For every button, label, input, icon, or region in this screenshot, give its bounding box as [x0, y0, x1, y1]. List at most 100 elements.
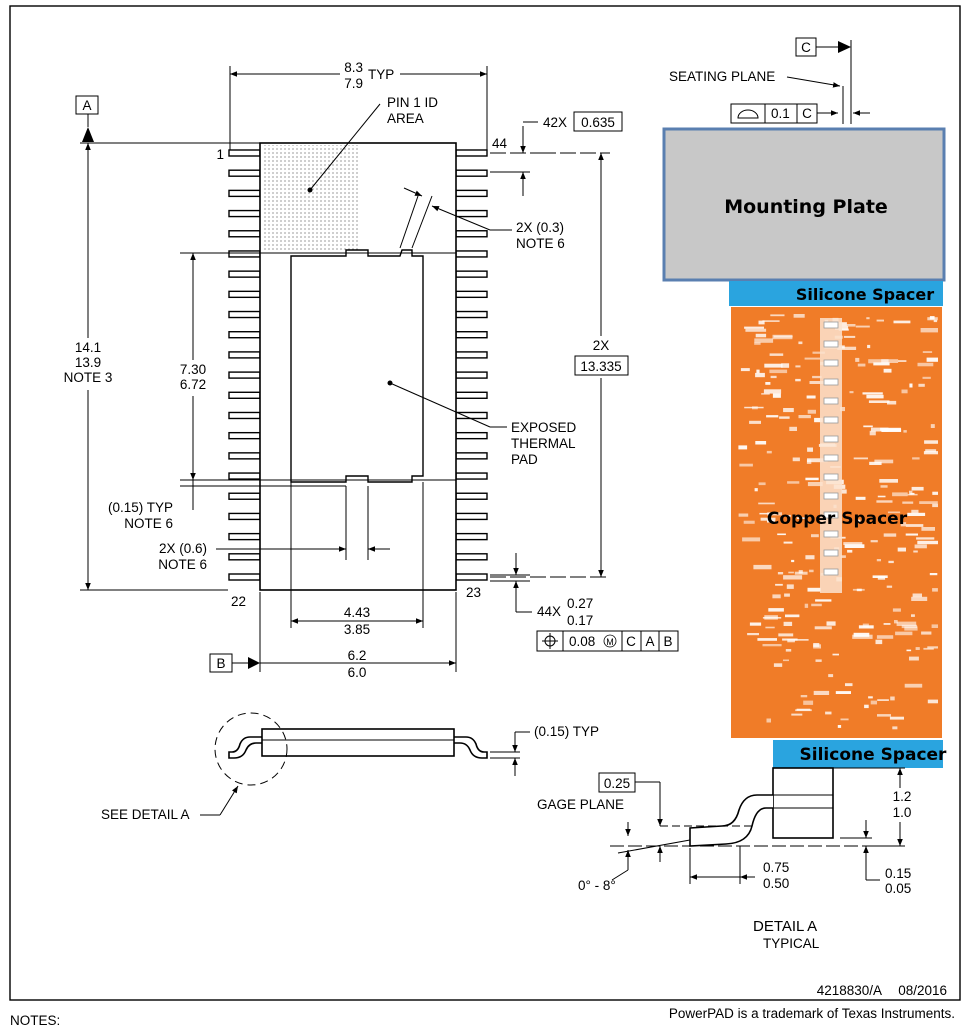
span-prefix: 2X	[593, 338, 610, 353]
copper-speckle	[768, 608, 784, 612]
pin-44-label: 44	[492, 136, 508, 151]
seating-plane-label: SEATING PLANE	[669, 69, 775, 84]
pitch-prefix: 42X	[543, 115, 567, 130]
copper-speckle	[770, 375, 777, 379]
copper-speckle	[932, 588, 938, 592]
drawing-number: 4218830/A	[817, 983, 882, 998]
right-pin	[455, 512, 488, 521]
gage-plane-label: GAGE PLANE	[537, 797, 624, 812]
tab-width-leader	[431, 205, 491, 231]
copper-speckle	[872, 575, 888, 578]
right-pin	[455, 351, 488, 359]
copper-speckle	[805, 477, 819, 481]
copper-speckle	[787, 481, 800, 484]
left-pin	[228, 189, 261, 198]
copper-speckle	[896, 621, 917, 626]
copper-speckle	[916, 537, 935, 540]
left-pin	[228, 250, 261, 258]
copper-speckle	[880, 427, 901, 431]
copper-speckle	[759, 512, 770, 515]
copper-speckle	[912, 457, 920, 460]
copper-speckle	[844, 544, 865, 548]
copper-speckle	[926, 357, 938, 362]
top-view: 1 22 23 44 A 14.1 13.9 NOTE 3 7.30 6.72 …	[64, 60, 679, 680]
copper-speckle	[807, 587, 821, 592]
copper-speckle	[895, 631, 913, 636]
fcf-datum-3: B	[663, 634, 672, 649]
copper-speckle	[807, 447, 813, 452]
datum-a-triangle	[82, 127, 94, 142]
copper-speckle	[909, 490, 913, 495]
copper-speckle	[738, 513, 749, 517]
copper-speckle	[804, 357, 820, 360]
tab-gap-note: NOTE 6	[158, 557, 207, 572]
copper-speckle	[876, 559, 881, 562]
copper-speckle	[815, 599, 832, 602]
detail-lead-profile	[689, 794, 773, 847]
copper-speckle	[787, 639, 795, 643]
copper-speckle	[814, 417, 823, 423]
copper-speckle	[840, 718, 849, 721]
copper-speckle	[755, 441, 767, 445]
copper-speckle	[758, 502, 775, 505]
side-body	[261, 728, 455, 757]
copper-speckle	[852, 634, 873, 639]
copper-speckle	[840, 407, 845, 412]
copper-speckle	[811, 534, 819, 538]
left-pin	[228, 371, 261, 379]
right-lead-profile	[454, 736, 488, 759]
copper-speckle	[813, 690, 830, 695]
copper-speckle	[862, 392, 883, 395]
profile-surface-icon	[737, 109, 759, 119]
copper-speckle	[765, 382, 771, 385]
lead-width-min: 0.17	[567, 613, 593, 628]
right-pin	[455, 149, 488, 157]
right-pin	[455, 391, 488, 399]
ghost-pin	[823, 359, 839, 367]
copper-speckle	[811, 603, 822, 607]
left-pin	[228, 532, 261, 541]
copper-spacer-ghost-pins	[820, 318, 842, 593]
copper-speckle	[796, 517, 806, 519]
copper-speckle	[766, 718, 771, 723]
right-pin	[455, 431, 488, 440]
copper-speckle	[909, 383, 913, 388]
copper-speckle	[782, 638, 798, 641]
copper-speckle	[869, 461, 882, 465]
ghost-pin	[823, 378, 839, 386]
copper-speckle	[929, 573, 938, 576]
copper-speckle	[762, 320, 780, 322]
drawing-frame	[9, 5, 961, 1001]
copper-speckle	[800, 695, 808, 698]
see-detail-leader	[219, 785, 239, 816]
angle-leader	[611, 869, 629, 881]
fcf-tolerance: 0.08	[569, 634, 595, 649]
copper-speckle	[915, 647, 920, 650]
copper-speckle	[875, 639, 883, 645]
copper-speckle	[840, 555, 846, 558]
copper-speckle	[877, 495, 886, 498]
notes-heading: NOTES:	[10, 1013, 60, 1028]
copper-speckle	[845, 683, 853, 687]
right-pin	[455, 452, 488, 460]
copper-speckle	[870, 540, 878, 543]
right-pin	[455, 371, 488, 379]
fcf-datum-2: A	[645, 634, 654, 649]
body-width2-max: 6.2	[348, 648, 367, 663]
copper-speckle	[914, 544, 927, 549]
copper-speckle	[933, 319, 938, 323]
copper-speckle	[911, 596, 928, 601]
copper-speckle	[927, 317, 938, 321]
copper-speckle	[758, 320, 765, 325]
fcf-outline	[536, 630, 679, 652]
pin-1-label: 1	[216, 147, 224, 162]
copper-speckle	[931, 624, 938, 628]
pin1-area-dot	[307, 187, 313, 193]
copper-speckle	[765, 626, 775, 629]
copper-speckle	[786, 584, 794, 589]
ghost-pin	[823, 397, 839, 405]
overall-width-max: 8.3	[344, 60, 363, 75]
left-pin	[228, 431, 261, 440]
datum-a-label: A	[82, 98, 91, 113]
left-pin	[228, 169, 261, 177]
